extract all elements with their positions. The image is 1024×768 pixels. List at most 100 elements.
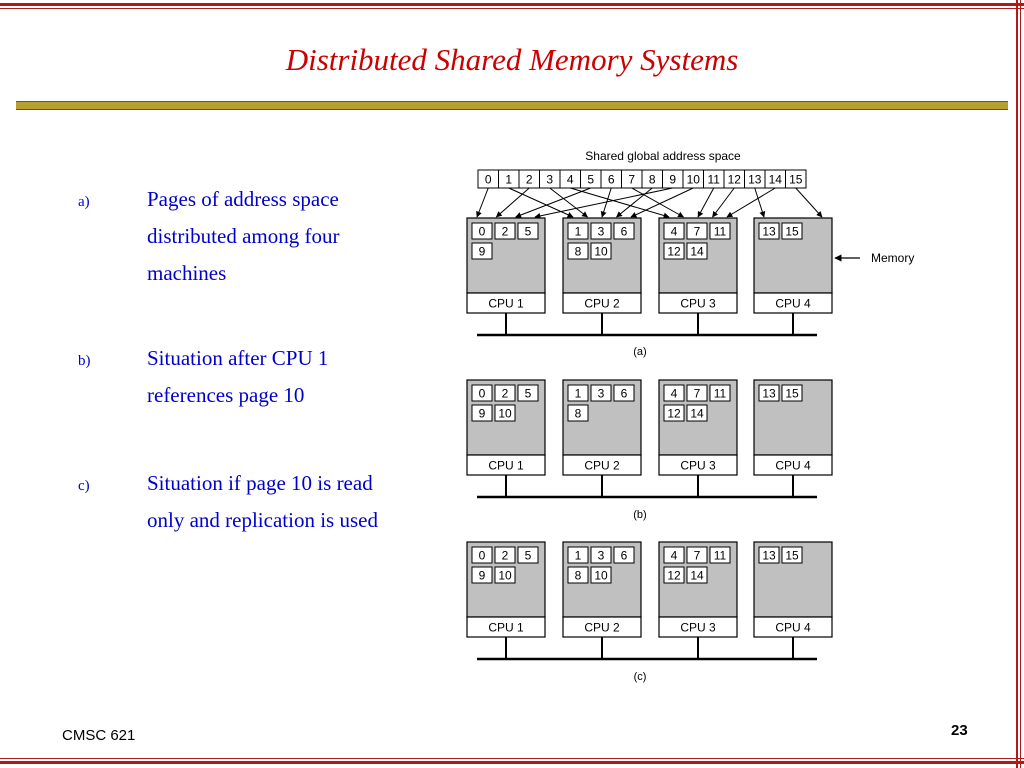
local-page-cell (758, 546, 780, 564)
local-page-cell (663, 404, 685, 422)
local-page-number: 0 (479, 225, 486, 239)
page-mapping-arrow (570, 187, 670, 219)
global-page-number: 2 (526, 173, 533, 187)
local-page-number: 6 (621, 225, 628, 239)
cpu-label: CPU 3 (680, 297, 716, 311)
local-page-number: 10 (594, 245, 608, 259)
local-page-number: 13 (762, 387, 776, 401)
page-number: 23 (951, 722, 968, 739)
right-border (1016, 0, 1018, 768)
bullet-c-line-2: only and replication is used (147, 508, 378, 532)
local-page-cell (567, 566, 589, 584)
bottom-border (0, 761, 1024, 764)
page-mapping-arrow (631, 187, 685, 218)
local-page-number: 0 (479, 549, 486, 563)
local-page-cell (686, 384, 708, 402)
local-page-number: 8 (575, 245, 582, 259)
local-page-number: 15 (785, 387, 799, 401)
local-page-cell (663, 384, 685, 402)
global-page-number: 9 (669, 173, 676, 187)
local-page-cell (590, 222, 612, 240)
local-page-cell (494, 404, 516, 422)
local-page-number: 1 (575, 549, 582, 563)
local-page-number: 1 (575, 225, 582, 239)
global-page-number: 7 (628, 173, 635, 187)
global-page-number: 11 (708, 173, 721, 187)
cpu-label: CPU 1 (488, 459, 524, 473)
local-page-cell (781, 384, 803, 402)
bullet-b-line-2: references page 10 (147, 383, 305, 407)
local-page-number: 3 (598, 225, 605, 239)
bullet-c-line-1: Situation if page 10 is read (147, 471, 373, 495)
local-page-number: 13 (762, 549, 776, 563)
local-page-cell (567, 222, 589, 240)
cpu-label: CPU 1 (488, 297, 524, 311)
local-page-number: 12 (667, 245, 681, 259)
cpu-label: CPU 4 (775, 297, 811, 311)
bullet-marker-b: b) (78, 353, 91, 369)
global-page-number: 1 (505, 173, 512, 187)
page-mapping-arrow (726, 187, 776, 218)
cpu-label: CPU 2 (584, 297, 620, 311)
panel-caption: (c) (634, 671, 647, 683)
local-page-number: 10 (594, 569, 608, 583)
local-page-cell (567, 384, 589, 402)
global-page-number: 10 (687, 173, 701, 187)
top-border-inner (0, 8, 1024, 9)
local-page-number: 15 (785, 549, 799, 563)
local-page-cell (567, 404, 589, 422)
local-page-number: 2 (502, 549, 509, 563)
local-page-number: 6 (621, 387, 628, 401)
local-page-cell (613, 384, 635, 402)
local-page-number: 13 (762, 225, 776, 239)
local-page-cell (471, 222, 493, 240)
bullet-a-line-3: machines (147, 261, 227, 285)
local-page-number: 2 (502, 387, 509, 401)
local-page-number: 5 (525, 549, 532, 563)
local-page-cell (613, 546, 635, 564)
bullet-a-line-2: distributed among four (147, 224, 340, 248)
page-mapping-arrow (508, 187, 574, 218)
local-page-cell (709, 222, 731, 240)
local-page-number: 14 (690, 569, 704, 583)
cpu-label: CPU 4 (775, 621, 811, 635)
local-page-cell (590, 546, 612, 564)
page-mapping-arrow (495, 187, 530, 218)
title-rule (16, 101, 1008, 110)
page-mapping-arrow (630, 187, 694, 218)
local-page-number: 4 (671, 225, 678, 239)
local-page-cell (686, 546, 708, 564)
bullet-text-b: Situation after CPU 1 references page 10 (147, 340, 447, 414)
local-page-cell (471, 384, 493, 402)
local-page-cell (471, 404, 493, 422)
global-address-space-label: Shared global address space (585, 149, 741, 163)
local-page-cell (758, 222, 780, 240)
page-mapping-arrow (754, 187, 766, 218)
page-mapping-arrow (534, 187, 673, 219)
local-page-cell (709, 384, 731, 402)
local-page-cell (517, 546, 539, 564)
global-page-number: 6 (608, 173, 615, 187)
bullet-text-c: Situation if page 10 is read only and re… (147, 465, 447, 539)
local-page-cell (686, 242, 708, 260)
local-page-cell (494, 566, 516, 584)
local-page-number: 6 (621, 549, 628, 563)
local-page-number: 1 (575, 387, 582, 401)
page-mapping-arrow (549, 187, 588, 218)
local-page-number: 7 (694, 387, 701, 401)
local-page-number: 10 (498, 407, 512, 421)
footer-course: CMSC 621 (62, 727, 136, 744)
bullet-marker-c: c) (78, 478, 90, 494)
local-page-cell (781, 222, 803, 240)
page-mapping-arrow (476, 187, 489, 218)
local-page-number: 10 (498, 569, 512, 583)
local-page-number: 8 (575, 407, 582, 421)
local-page-cell (663, 222, 685, 240)
top-border (0, 3, 1024, 6)
memory-pointer: Memory (834, 251, 914, 265)
page-mapping-arrow (712, 187, 735, 218)
panel-caption: (a) (633, 346, 646, 358)
local-page-number: 5 (525, 225, 532, 239)
